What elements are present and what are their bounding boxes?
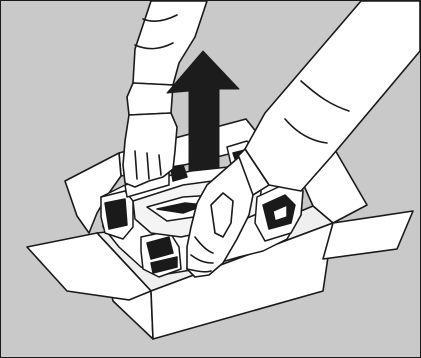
left-cuff bbox=[127, 83, 173, 115]
